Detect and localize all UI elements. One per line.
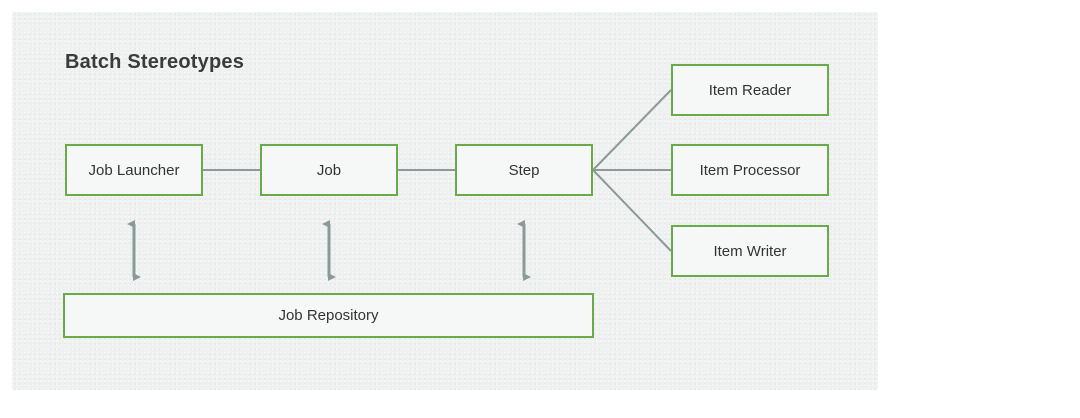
node-label: Item Reader [708, 81, 792, 99]
node-item-writer[interactable]: Item Writer [671, 225, 829, 277]
node-label: Step [508, 161, 540, 179]
node-label: Item Processor [699, 161, 801, 179]
node-label: Job Repository [278, 307, 379, 324]
node-job[interactable]: Job [260, 144, 398, 196]
node-job-repository[interactable]: Job Repository [63, 293, 594, 338]
node-step[interactable]: Step [455, 144, 593, 196]
node-item-processor[interactable]: Item Processor [671, 144, 829, 196]
page-title: Batch Stereotypes [65, 51, 245, 73]
node-item-reader[interactable]: Item Reader [671, 64, 829, 116]
node-job-launcher[interactable]: Job Launcher [65, 144, 203, 196]
node-label: Job [316, 161, 342, 179]
node-label: Item Writer [713, 242, 787, 260]
node-label: Job Launcher [88, 161, 180, 179]
